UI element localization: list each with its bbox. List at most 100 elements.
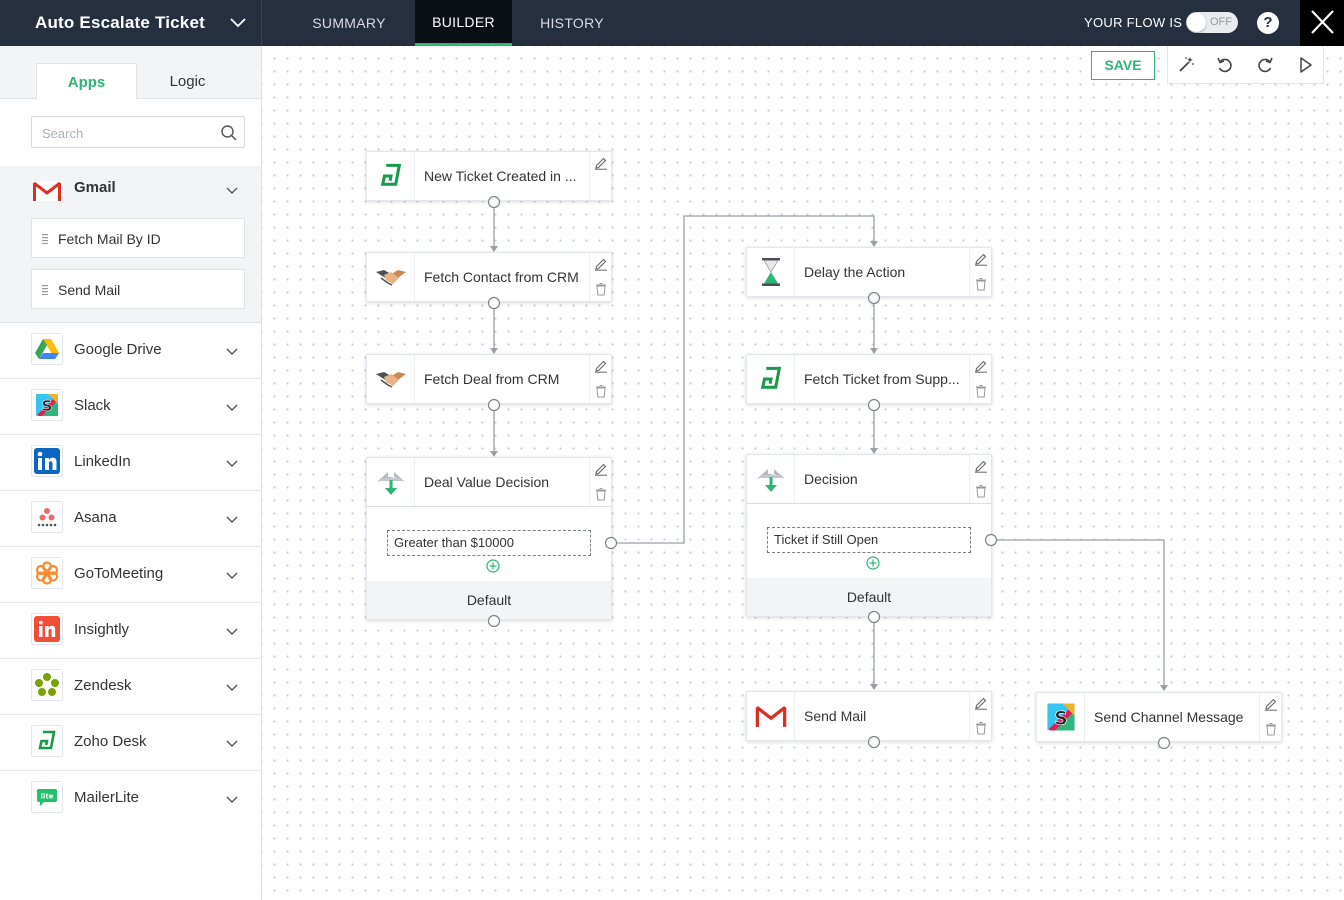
flow-node-fetch-contact[interactable]: Fetch Contact from CRM [366,252,612,302]
flow-toggle[interactable]: OFF [1186,12,1238,33]
flow-node-send-mail[interactable]: Send Mail [746,691,992,741]
save-button[interactable]: SAVE [1091,51,1155,80]
play-icon[interactable] [1295,55,1315,75]
action-send-mail[interactable]: Send Mail [31,269,245,309]
app-name: Gmail [74,179,116,196]
top-bar: Auto Escalate Ticket SUMMARY BUILDER HIS… [0,0,1344,46]
default-branch[interactable]: Default [367,581,611,619]
trash-icon[interactable] [1264,722,1278,736]
search-icon[interactable] [220,124,238,142]
edit-icon[interactable] [974,359,988,373]
node-label: Decision [804,471,858,487]
app-row-mailerlite[interactable]: lite MailerLite [0,771,261,827]
node-actions [969,455,991,503]
chevron-down-icon[interactable] [225,795,239,805]
help-button[interactable]: ? [1257,12,1279,34]
app-row-linkedin[interactable]: LinkedIn [0,435,261,491]
node-actions [1259,693,1281,741]
action-fetch-mail-by-id[interactable]: Fetch Mail By ID [31,218,245,258]
flow-node-send-channel-message[interactable]: S Send Channel Message [1036,692,1282,742]
close-button[interactable] [1300,0,1344,46]
gotomeeting-icon [31,557,63,589]
app-row-gmail[interactable]: Gmail [0,166,261,216]
app-row-google-drive[interactable]: Google Drive [0,323,261,379]
edit-icon[interactable] [594,156,608,170]
trash-icon[interactable] [594,487,608,501]
flow-node-trigger[interactable]: New Ticket Created in ... [366,151,612,201]
trash-icon[interactable] [974,721,988,735]
chevron-down-icon[interactable] [228,14,248,32]
decision-branches: Ticket if Still Open Default [746,504,992,617]
svg-text:lite: lite [41,793,54,801]
chevron-down-icon[interactable] [225,739,239,749]
undo-icon[interactable] [1215,55,1235,75]
node-label: Fetch Deal from CRM [424,371,560,387]
flow-selector[interactable]: Auto Escalate Ticket [0,0,262,46]
flow-node-decision[interactable]: Decision [746,454,992,504]
default-branch[interactable]: Default [747,578,991,616]
edit-icon[interactable] [974,459,988,473]
tab-builder[interactable]: BUILDER [415,0,512,46]
redo-icon[interactable] [1255,55,1275,75]
tab-history[interactable]: HISTORY [540,15,604,31]
action-label: Fetch Mail By ID [58,231,161,247]
slack-icon: S [31,389,63,421]
trash-icon[interactable] [594,282,608,296]
gmail-icon [747,692,795,740]
drag-handle-icon[interactable] [42,285,48,295]
edit-icon[interactable] [594,359,608,373]
condition-box[interactable]: Greater than $10000 [387,530,591,556]
node-label: Delay the Action [804,264,906,280]
chevron-down-icon[interactable] [225,347,239,357]
decision-icon [367,458,415,506]
trash-icon[interactable] [594,384,608,398]
app-row-zendesk[interactable]: Zendesk [0,659,261,715]
edit-icon[interactable] [974,696,988,710]
edit-icon[interactable] [594,462,608,476]
chevron-down-icon[interactable] [225,459,239,469]
node-label: Send Mail [804,708,867,724]
add-branch-icon[interactable] [486,559,500,573]
trash-icon[interactable] [974,484,988,498]
tab-apps[interactable]: Apps [36,63,137,100]
handshake-icon [367,253,415,301]
drag-handle-icon[interactable] [42,234,48,244]
asana-icon [31,501,63,533]
decision-branches: Greater than $10000 Default [366,507,612,620]
edit-icon[interactable] [974,252,988,266]
node-label: Fetch Contact from CRM [424,269,579,285]
chevron-down-icon[interactable] [225,683,239,693]
node-label: New Ticket Created in ... [424,168,577,184]
zoho-desk-icon [367,152,415,200]
node-actions [969,355,991,403]
app-row-zoho-desk[interactable]: Zoho Desk [0,715,261,771]
edit-icon[interactable] [594,257,608,271]
flow-node-deal-decision[interactable]: Deal Value Decision [366,457,612,507]
insightly-icon [31,613,63,645]
trash-icon[interactable] [974,384,988,398]
magic-wand-icon[interactable] [1176,55,1196,75]
chevron-down-icon[interactable] [225,571,239,581]
node-actions [589,253,611,301]
tab-logic[interactable]: Logic [169,73,206,90]
chevron-down-icon[interactable] [225,403,239,413]
toggle-text: OFF [1210,16,1232,28]
chevron-down-icon[interactable] [225,186,239,196]
add-branch-icon[interactable] [866,556,880,570]
search-input[interactable] [42,124,212,142]
app-name: Insightly [74,621,130,638]
condition-box[interactable]: Ticket if Still Open [767,527,971,553]
chevron-down-icon[interactable] [225,627,239,637]
flow-node-fetch-ticket[interactable]: Fetch Ticket from Supp... [746,354,992,404]
flow-node-fetch-deal[interactable]: Fetch Deal from CRM [366,354,612,404]
app-row-slack[interactable]: S Slack [0,379,261,435]
chevron-down-icon[interactable] [225,515,239,525]
app-name: Zendesk [74,677,132,694]
app-row-gotomeeting[interactable]: GoToMeeting [0,547,261,603]
flow-node-delay[interactable]: Delay the Action [746,247,992,297]
trash-icon[interactable] [974,277,988,291]
tab-summary[interactable]: SUMMARY [312,15,386,31]
app-row-asana[interactable]: Asana [0,491,261,547]
edit-icon[interactable] [1264,697,1278,711]
app-row-insightly[interactable]: Insightly [0,603,261,659]
